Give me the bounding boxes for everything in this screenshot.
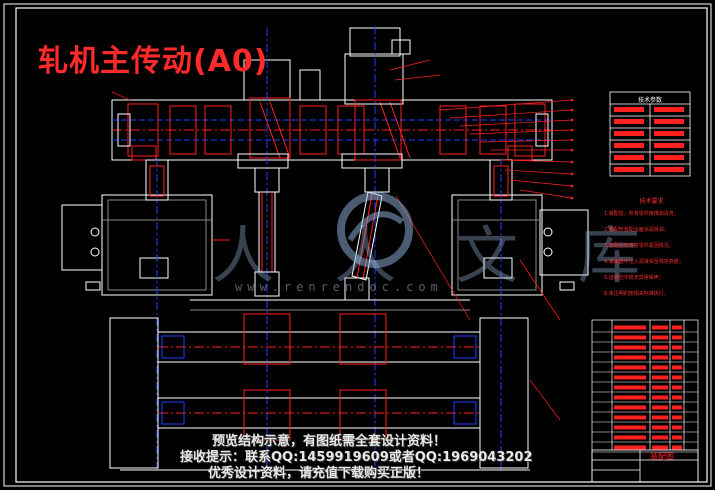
gearbox-upper [111, 99, 553, 161]
bom-cell-text [672, 355, 682, 360]
bom-table [591, 319, 699, 483]
bom-cell-text [614, 335, 646, 340]
bom-cell-text [614, 345, 646, 350]
bom-cell-text [672, 375, 682, 380]
bom-cell-text [652, 415, 668, 420]
tech-requirement-item: 6.未注明的按相关标准执行。 [604, 291, 669, 297]
bom-cell-text [672, 325, 682, 330]
parameter-table-title: 技术参数 [637, 97, 662, 104]
bom-cell-text [652, 395, 668, 400]
bom-cell-text [672, 425, 682, 430]
bom-cell-text [672, 345, 682, 350]
bom-cell-text [614, 435, 646, 440]
tech-requirement-item: 2.装配时各配合面涂润滑油； [604, 227, 669, 233]
bom-cell-text [614, 365, 646, 370]
bom-cell-text [672, 385, 682, 390]
tech-requirement-item: 4.减速器中注入润滑油至规定高度； [604, 259, 684, 265]
rolling-stand-lower [109, 299, 530, 471]
shaft-left-column [145, 158, 169, 470]
bom-cell-text [614, 355, 646, 360]
watermark-logo-icon [337, 192, 413, 268]
tech-requirement-item: 3.装配后检查各零件紧固情况； [604, 243, 674, 249]
bom-cell-text [652, 425, 668, 430]
bom-rows [592, 325, 698, 453]
bom-cell-text [614, 425, 646, 430]
bom-cell-text [652, 355, 668, 360]
tech-requirement-item: 5.运转应平稳无异常噪声； [604, 275, 664, 281]
watermark-url: www.renrendoc.com [235, 280, 443, 294]
tech-requirement-item: 1.装配前，所有零件用煤油清洗； [604, 211, 679, 217]
bom-cell-text [614, 385, 646, 390]
bom-cell-text [614, 405, 646, 410]
bom-cell-text [614, 375, 646, 380]
tech-requirements-title: 技术要求 [639, 198, 664, 205]
watermark-line-1: 预览结构示意，有图纸需全套设计资料！ [212, 434, 447, 449]
bom-cell-text [672, 435, 682, 440]
bom-cell-text [614, 445, 646, 450]
balloon-markers [570, 98, 574, 200]
sheet-border [3, 3, 712, 487]
bom-cell-text [652, 345, 668, 350]
bom-cell-text [614, 415, 646, 420]
bom-cell-text [652, 405, 668, 410]
bom-cell-text [652, 365, 668, 370]
bom-cell-text [652, 335, 668, 340]
bom-cell-text [652, 435, 668, 440]
bom-cell-text [672, 415, 682, 420]
bom-cell-text [672, 395, 682, 400]
bom-cell-text [672, 405, 682, 410]
bom-cell-text [652, 375, 668, 380]
title-block [591, 449, 699, 483]
bom-cell-text [614, 395, 646, 400]
bom-cell-text [652, 325, 668, 330]
universal-shaft-left [254, 167, 280, 297]
bom-cell-text [672, 335, 682, 340]
drawing-title: 轧机主传动(A0) [38, 44, 269, 79]
watermark-logo-text: 人人文库 [212, 219, 701, 292]
parameter-table [609, 91, 691, 177]
watermark-line-2: 接收提示：联系QQ:1459919609或者QQ:1969043202 [180, 450, 533, 465]
title-block-label: 装配图 [650, 451, 674, 461]
bom-cell-text [672, 445, 682, 450]
watermark-line-3: 优秀设计资料，请充值下载购买正版！ [208, 466, 430, 481]
left-motor [61, 194, 230, 296]
sheet-frame [15, 7, 708, 483]
bom-cell-text [652, 385, 668, 390]
bom-cell-text [614, 325, 646, 330]
bom-cell-text [652, 445, 668, 450]
bom-cell-text [672, 365, 682, 370]
